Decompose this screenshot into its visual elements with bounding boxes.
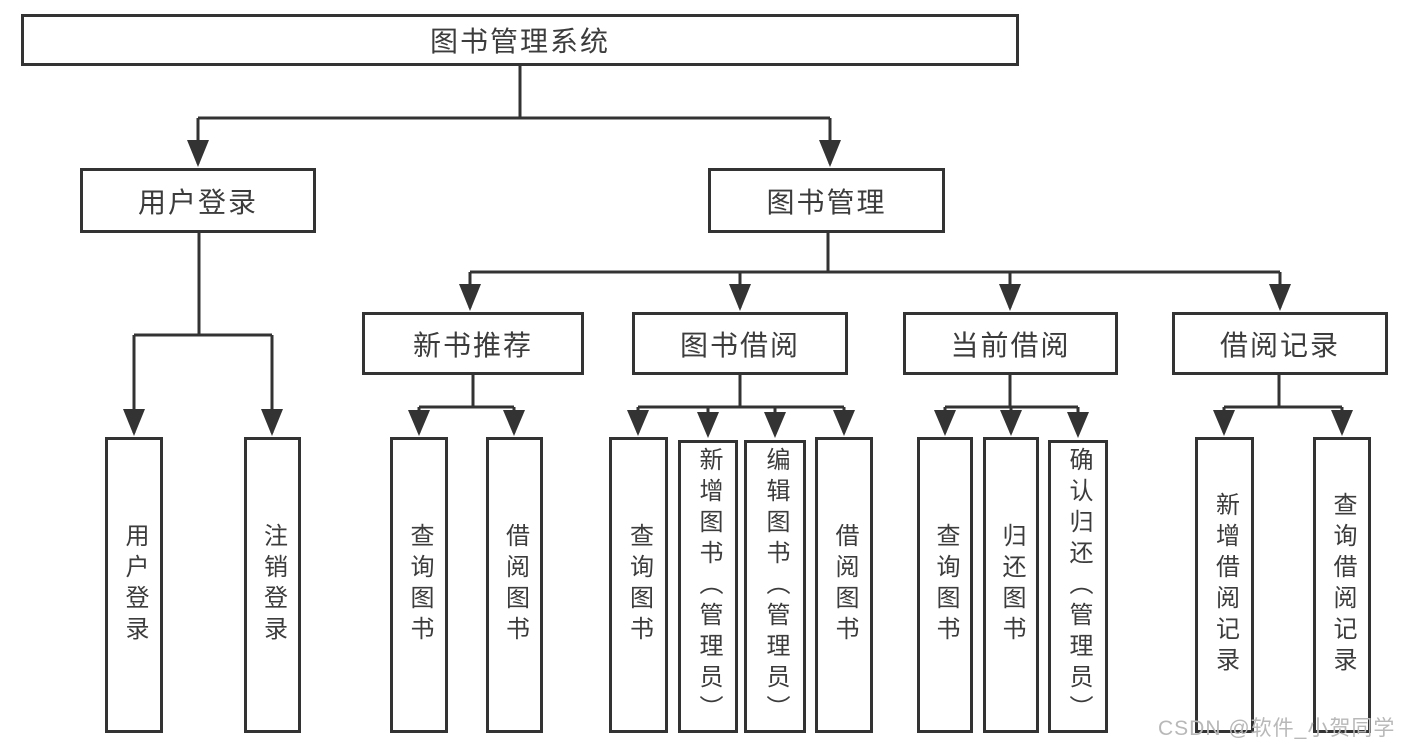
node-label: 图书借阅 [679,329,800,361]
node-current-borrowing: 当前借阅 [903,312,1118,375]
leaf-query-books-current: 查询图书 [917,437,973,733]
node-user-login: 用户登录 [80,168,316,233]
leaf-user-login: 用户登录 [105,437,163,733]
leaf-label: 查询图书 [932,523,959,647]
leaf-label: 用户登录 [121,523,148,647]
node-label: 图书管理系统 [429,26,610,57]
node-label: 当前借阅 [950,329,1071,361]
leaf-label: 注销登录 [259,523,287,647]
leaf-label: 编辑图书（管理员） [762,447,789,726]
node-library-system: 图书管理系统 [21,14,1019,66]
leaf-label: 借阅图书 [831,523,858,647]
node-borrowing-records: 借阅记录 [1172,312,1388,375]
leaf-label: 借阅图书 [501,523,529,647]
leaf-add-books-admin: 新增图书（管理员） [678,440,738,733]
leaf-query-books-borrowing: 查询图书 [609,437,668,733]
node-new-book-recommend: 新书推荐 [362,312,584,375]
leaf-logout: 注销登录 [244,437,301,733]
node-book-management: 图书管理 [708,168,945,233]
leaf-borrow-books-recommend: 借阅图书 [486,437,543,733]
leaf-label: 新增借阅记录 [1211,492,1239,678]
node-book-borrowing: 图书借阅 [632,312,848,375]
leaf-query-books-recommend: 查询图书 [390,437,448,733]
leaf-query-borrow-record: 查询借阅记录 [1313,437,1371,733]
node-label: 图书管理 [766,186,887,218]
csdn-watermark: CSDN @软件_小贺同学 [1158,717,1396,740]
leaf-label: 查询借阅记录 [1329,492,1356,678]
leaf-return-books: 归还图书 [983,437,1039,733]
leaf-label: 查询图书 [406,523,433,647]
leaf-add-borrow-record: 新增借阅记录 [1195,437,1254,733]
leaf-borrow-books-borrowing: 借阅图书 [815,437,873,733]
leaf-edit-books-admin: 编辑图书（管理员） [744,440,806,733]
node-label: 借阅记录 [1219,329,1340,361]
node-label: 新书推荐 [412,329,533,361]
node-label: 用户登录 [137,186,258,218]
leaf-label: 归还图书 [998,523,1025,647]
leaf-label: 新增图书（管理员） [695,447,722,726]
leaf-confirm-return-admin: 确认归还（管理员） [1048,440,1108,733]
leaf-label: 查询图书 [625,523,653,647]
leaf-label: 确认归还（管理员） [1065,447,1092,726]
